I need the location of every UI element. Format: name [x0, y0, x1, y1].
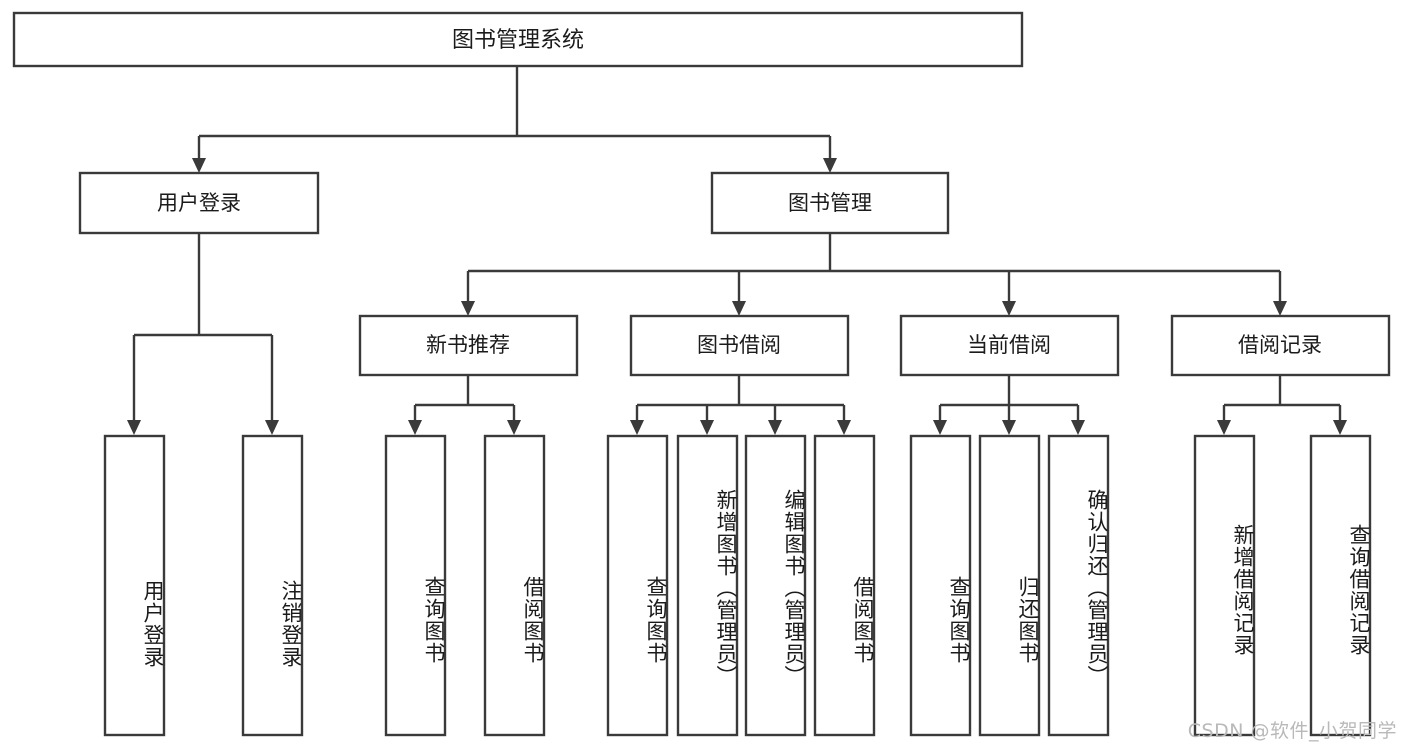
node-current-borrow-label: 当前借阅 — [967, 333, 1051, 357]
arrowhead-record-leaf-0 — [1217, 420, 1231, 435]
node-book-manage[interactable] — [710, 171, 950, 235]
csdn-watermark: CSDN @软件_小贺同学 — [1187, 720, 1397, 742]
leaf-box-user-login-0[interactable] — [103, 434, 166, 737]
node-book-borrow-label: 图书借阅 — [697, 333, 781, 357]
arrowhead-recommend — [461, 301, 475, 316]
node-borrow-record-label: 借阅记录 — [1238, 333, 1322, 357]
leaf-box-recommend-0[interactable] — [384, 434, 447, 737]
arrowhead-current-leaf-2 — [1071, 420, 1085, 435]
node-user-login[interactable] — [78, 171, 320, 235]
node-new-book-recommend-label: 新书推荐 — [426, 333, 510, 357]
arrowhead-borrow-leaf-2 — [768, 420, 782, 435]
leaf-box-recommend-1[interactable] — [483, 434, 546, 737]
arrowhead-leaf-user-login-0 — [127, 420, 141, 435]
arrowhead-recommend-leaf-0 — [408, 420, 422, 435]
leaf-box-borrow-2[interactable] — [744, 434, 807, 737]
node-borrow-record[interactable] — [1170, 314, 1391, 377]
node-root-label: 图书管理系统 — [452, 28, 584, 53]
arrowhead-borrow — [732, 301, 746, 316]
leaf-box-current-0[interactable] — [909, 434, 972, 737]
arrowhead-current-leaf-0 — [933, 420, 947, 435]
arrowhead-recommend-leaf-1 — [507, 420, 521, 435]
node-book-borrow[interactable] — [629, 314, 850, 377]
arrowhead-borrow-leaf-0 — [630, 420, 644, 435]
arrowhead-book-manage — [823, 158, 837, 173]
node-root[interactable] — [12, 11, 1024, 68]
arrowhead-user-login — [192, 158, 206, 173]
leaf-box-record-1[interactable] — [1309, 434, 1372, 737]
leaf-box-borrow-1[interactable] — [676, 434, 739, 737]
node-new-book-recommend[interactable] — [358, 314, 579, 377]
node-current-borrow[interactable] — [899, 314, 1120, 377]
node-book-manage-label: 图书管理 — [788, 191, 872, 215]
leaf-box-borrow-3[interactable] — [813, 434, 876, 737]
arrowhead-current — [1002, 301, 1016, 316]
leaf-box-borrow-0[interactable] — [606, 434, 669, 737]
leaf-box-record-0[interactable] — [1193, 434, 1256, 737]
arrowhead-borrow-leaf-3 — [837, 420, 851, 435]
arrowhead-leaf-user-login-1 — [265, 420, 279, 435]
arrowhead-current-leaf-1 — [1002, 420, 1016, 435]
arrowhead-borrow-leaf-1 — [700, 420, 714, 435]
leaf-box-current-1[interactable] — [978, 434, 1041, 737]
node-user-login-label: 用户登录 — [157, 191, 241, 215]
leaf-box-current-2[interactable] — [1047, 434, 1110, 737]
arrowhead-record — [1273, 301, 1287, 316]
leaf-box-user-login-1[interactable] — [241, 434, 304, 737]
arrowhead-record-leaf-1 — [1333, 420, 1347, 435]
